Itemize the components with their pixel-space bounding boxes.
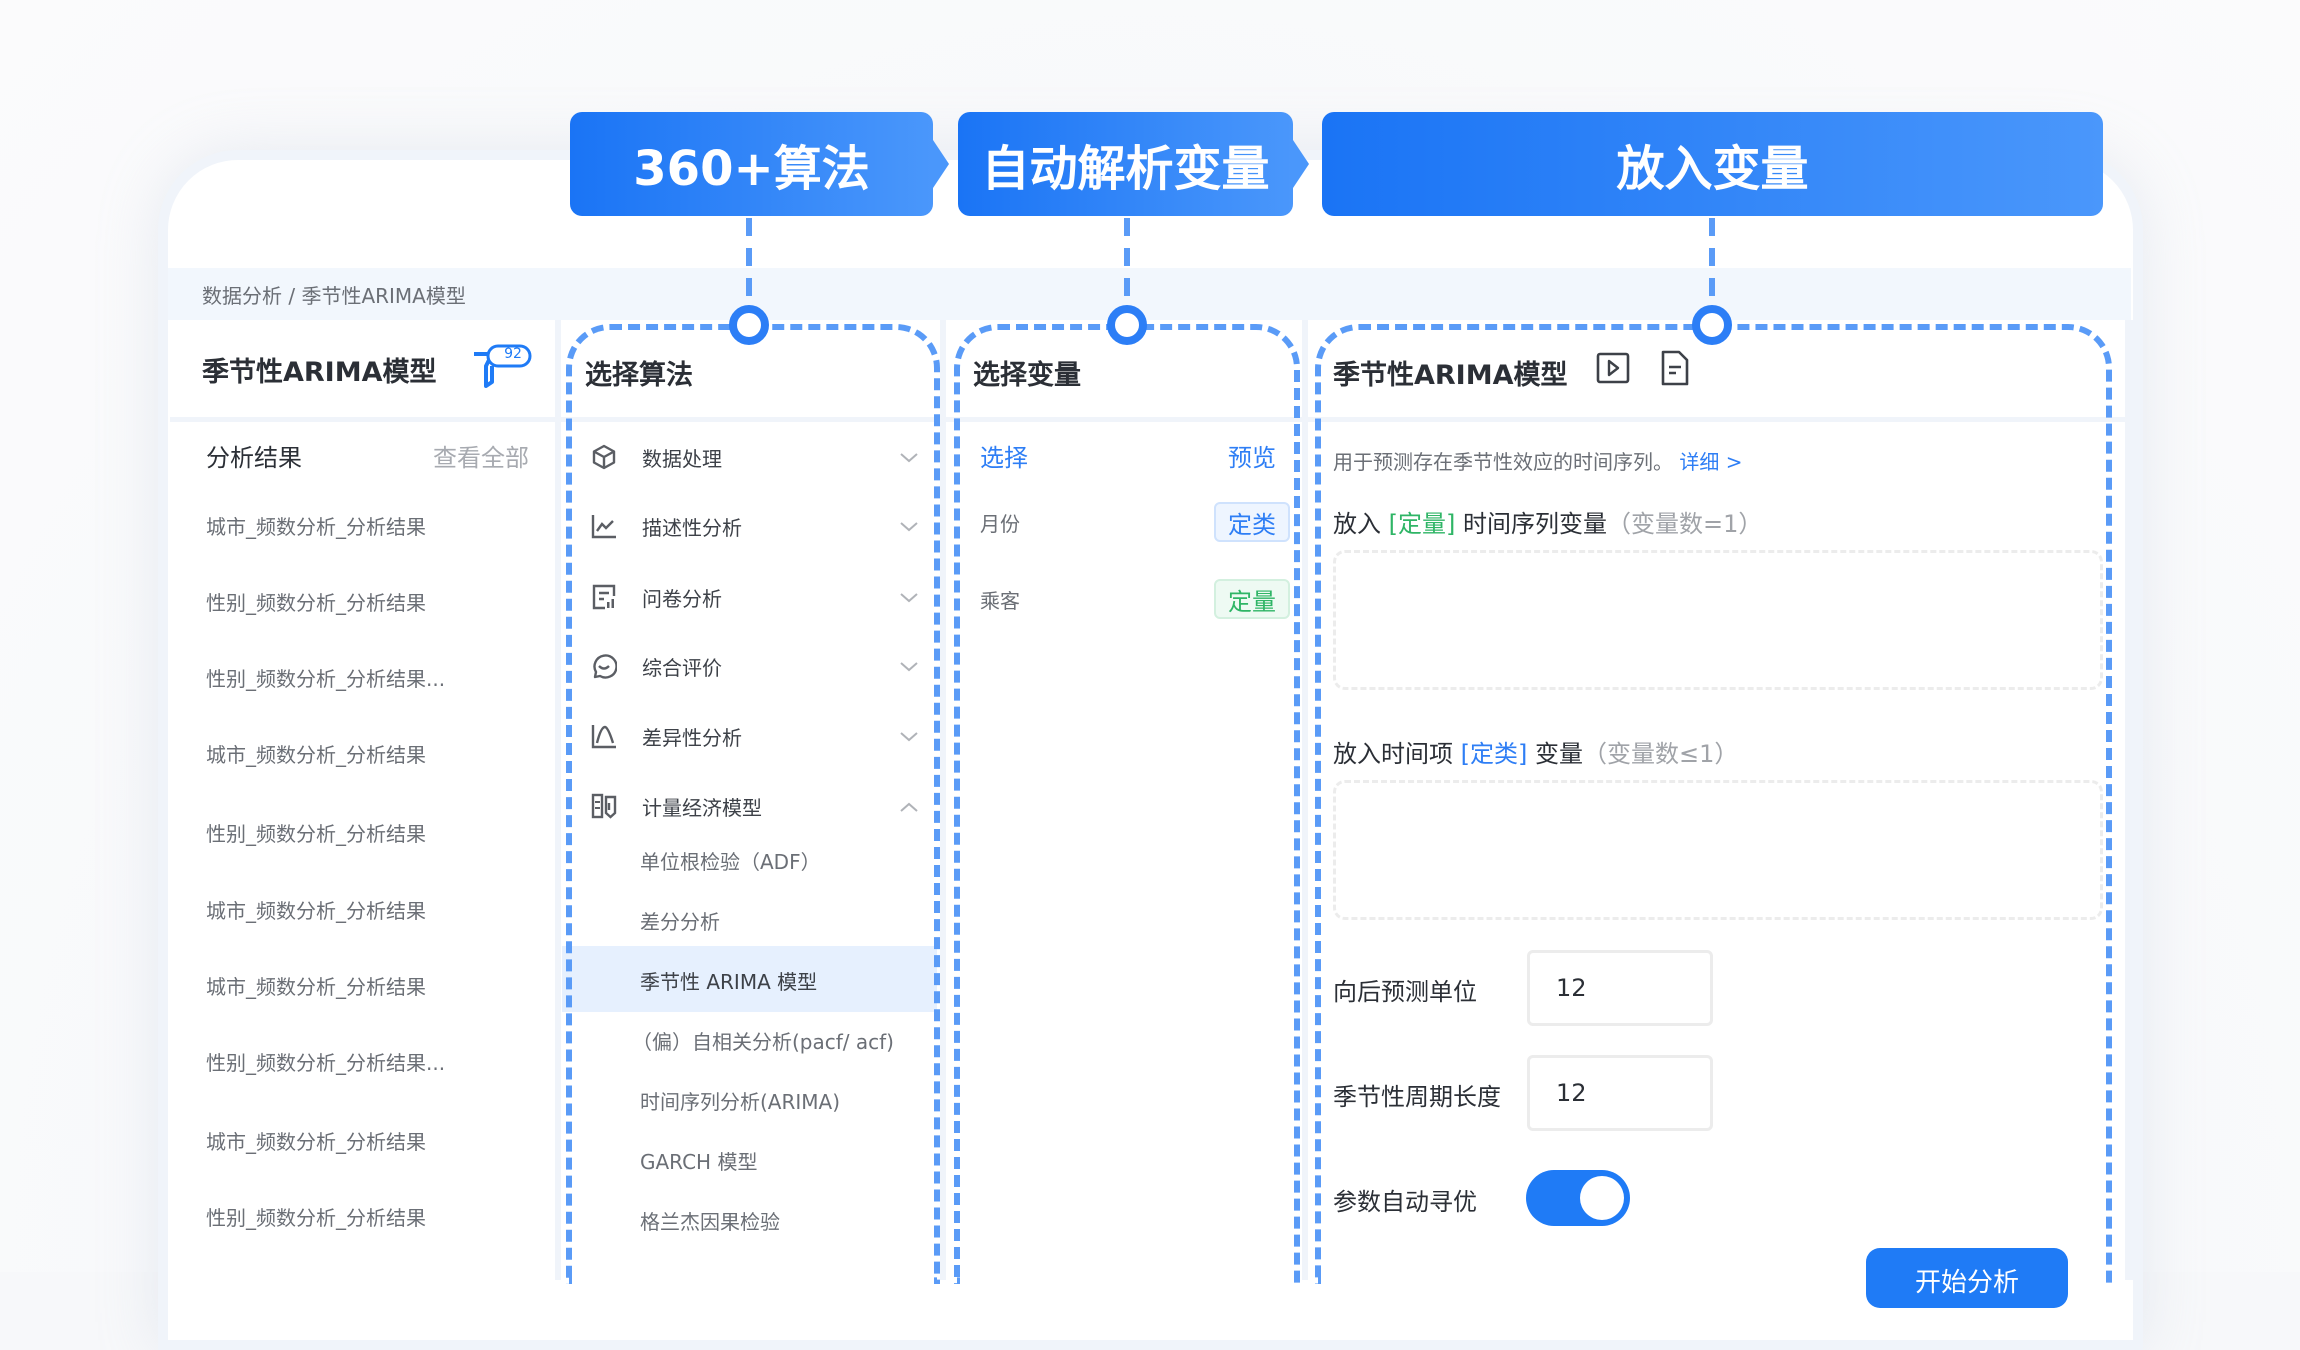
breadcrumb-bar <box>168 268 2131 320</box>
result-item[interactable]: 性别_频数分析_分析结果 <box>206 1206 426 1230</box>
category-label: 计量经济模型 <box>642 795 762 820</box>
active-item-highlight <box>562 946 937 1012</box>
category-data-processing[interactable]: 数据处理 <box>590 437 920 477</box>
algo-highlight-frame <box>566 324 940 1284</box>
result-item[interactable]: 性别_频数分析_分析结果 <box>206 591 426 615</box>
select-tab[interactable]: 选择 <box>980 444 1028 472</box>
banner-auto-parse: 自动解析变量 <box>958 112 1293 216</box>
chevron-up-icon <box>898 799 920 813</box>
header-divider <box>170 417 2125 422</box>
chevron-down-icon <box>898 519 920 533</box>
preview-tab[interactable]: 预览 <box>1228 444 1276 472</box>
econometrics-icon <box>590 792 618 820</box>
chevron-down-icon <box>898 450 920 464</box>
banner-algorithms: 360+算法 <box>570 112 933 216</box>
left-panel-title: 季节性ARIMA模型 <box>202 357 437 388</box>
variable-type-badge: 定类 <box>1214 502 1290 542</box>
slot-prefix: 放入时间项 <box>1333 740 1453 768</box>
category-label: 问卷分析 <box>642 586 722 611</box>
chevron-down-icon <box>898 729 920 743</box>
config-panel-title: 季节性ARIMA模型 <box>1333 360 1568 391</box>
result-item[interactable]: 性别_频数分析_分析结果... <box>206 1051 446 1075</box>
banner-arrow <box>1293 140 1309 188</box>
connector-node <box>1107 305 1147 345</box>
category-econometrics[interactable]: 计量经济模型 <box>590 786 920 826</box>
config-highlight-frame <box>1315 324 2112 1284</box>
banner-place-variables: 放入变量 <box>1322 112 2103 216</box>
category-label: 综合评价 <box>642 655 722 680</box>
connector-node <box>729 305 769 345</box>
algo-item-sarima[interactable]: 季节性 ARIMA 模型 <box>640 970 818 994</box>
chevron-down-icon <box>898 590 920 604</box>
variable-name[interactable]: 乘客 <box>980 589 1020 613</box>
results-header: 分析结果 <box>206 444 302 472</box>
result-item[interactable]: 城市_频数分析_分析结果 <box>206 515 426 539</box>
slot2-label: 放入时间项 [定类] 变量（变量数≤1） <box>1333 734 1738 769</box>
variable-name[interactable]: 月份 <box>980 512 1020 536</box>
document-icon[interactable] <box>1660 350 1690 390</box>
connector-node <box>1692 305 1732 345</box>
distribution-icon <box>590 722 618 750</box>
auto-opt-toggle[interactable] <box>1526 1170 1630 1226</box>
survey-icon <box>590 583 618 611</box>
divider <box>2125 320 2135 1280</box>
result-item[interactable]: 城市_频数分析_分析结果 <box>206 743 426 767</box>
forecast-input[interactable]: 12 <box>1527 950 1713 1026</box>
cube-icon <box>590 443 618 471</box>
model-description: 用于预测存在季节性效应的时间序列。 详细 > <box>1333 446 1742 475</box>
result-item[interactable]: 城市_频数分析_分析结果 <box>206 899 426 923</box>
divider <box>1302 320 1308 1280</box>
connector-line <box>1124 218 1130 310</box>
toggle-knob <box>1580 1176 1624 1220</box>
play-icon[interactable] <box>1596 352 1630 388</box>
chat-smile-icon <box>590 652 618 680</box>
algo-item-garch[interactable]: GARCH 模型 <box>640 1150 758 1174</box>
category-evaluation[interactable]: 综合评价 <box>590 646 920 686</box>
season-length-input[interactable]: 12 <box>1527 1055 1713 1131</box>
filter-count-badge: 92 <box>504 346 522 362</box>
detail-link[interactable]: 详细 > <box>1679 450 1743 474</box>
forecast-label: 向后预测单位 <box>1333 978 1477 1006</box>
slot-hint: （变量数=1） <box>1607 510 1763 538</box>
category-label: 描述性分析 <box>642 515 742 540</box>
slot1-label: 放入 [定量] 时间序列变量（变量数=1） <box>1333 504 1762 539</box>
connector-line <box>746 218 752 310</box>
category-descriptive[interactable]: 描述性分析 <box>590 506 920 546</box>
result-item[interactable]: 城市_频数分析_分析结果 <box>206 975 426 999</box>
slot-name: 变量 <box>1535 740 1584 768</box>
slot-name: 时间序列变量 <box>1463 510 1608 538</box>
filter-icon[interactable]: 92 <box>470 344 534 390</box>
view-all-link[interactable]: 查看全部 <box>433 444 529 472</box>
slot-type-tag: [定量] <box>1388 510 1456 538</box>
category-difference[interactable]: 差异性分析 <box>590 716 920 756</box>
slot-type-tag: [定类] <box>1460 740 1528 768</box>
auto-opt-label: 参数自动寻优 <box>1333 1188 1477 1216</box>
banner-arrow <box>933 140 949 188</box>
result-item[interactable]: 性别_频数分析_分析结果... <box>206 667 446 691</box>
line-chart-icon <box>590 512 618 540</box>
chevron-down-icon <box>898 659 920 673</box>
category-label: 差异性分析 <box>642 725 742 750</box>
time-item-dropzone[interactable] <box>1333 780 2103 920</box>
variable-type-badge: 定量 <box>1214 579 1290 619</box>
breadcrumb: 数据分析 / 季节性ARIMA模型 <box>202 284 466 308</box>
category-survey[interactable]: 问卷分析 <box>590 577 920 617</box>
variable-highlight-frame <box>954 324 1300 1284</box>
category-label: 数据处理 <box>642 446 722 471</box>
algo-item-granger[interactable]: 格兰杰因果检验 <box>640 1210 780 1234</box>
algo-item-arima[interactable]: 时间序列分析(ARIMA) <box>640 1090 841 1114</box>
divider <box>555 320 561 1280</box>
connector-line <box>1709 218 1715 310</box>
divider <box>940 320 946 1280</box>
time-series-dropzone[interactable] <box>1333 550 2103 690</box>
algo-item-adf[interactable]: 单位根检验（ADF） <box>640 850 821 874</box>
result-item[interactable]: 性别_频数分析_分析结果 <box>206 822 426 846</box>
description-text: 用于预测存在季节性效应的时间序列。 <box>1333 450 1673 474</box>
algo-item-pacf-acf[interactable]: （偏）自相关分析(pacf/ acf) <box>632 1030 894 1054</box>
algo-item-diff[interactable]: 差分分析 <box>640 910 720 934</box>
season-length-label: 季节性周期长度 <box>1333 1083 1501 1111</box>
slot-prefix: 放入 <box>1333 510 1381 538</box>
result-item[interactable]: 城市_频数分析_分析结果 <box>206 1130 426 1154</box>
slot-hint: （变量数≤1） <box>1583 740 1739 768</box>
